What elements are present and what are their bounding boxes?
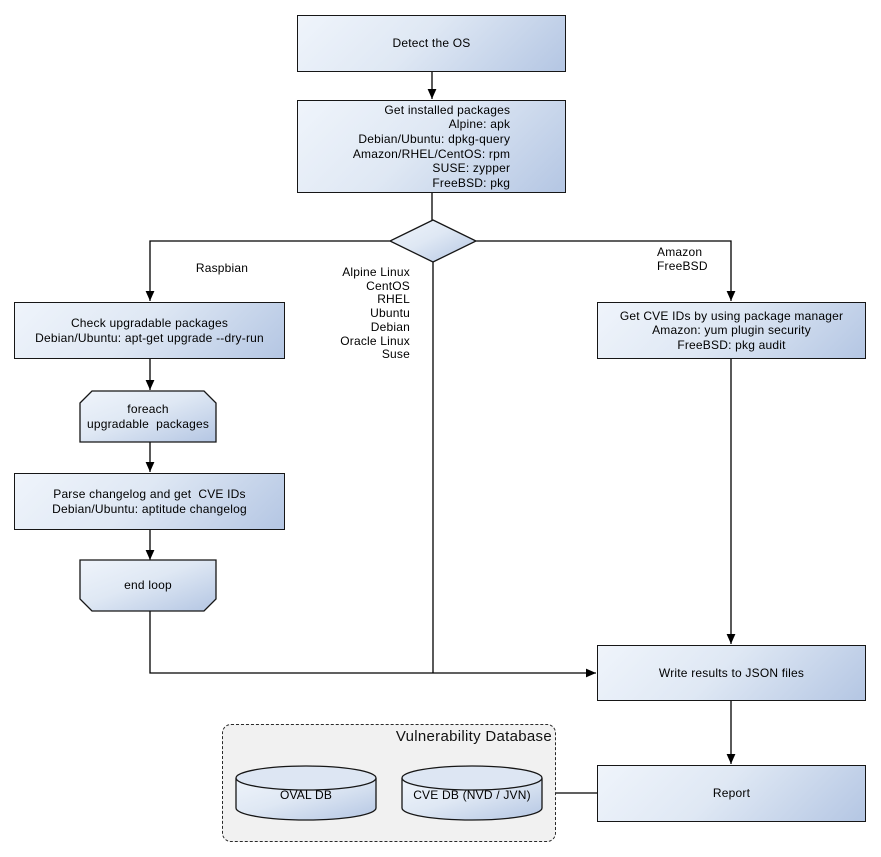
node-detect-os: Detect the OS	[297, 15, 566, 72]
node-write-results: Write results to JSON files	[597, 645, 866, 701]
edge-label-amazon-freebsd: Amazon FreeBSD	[657, 245, 708, 273]
edge-label-os-list: Alpine Linux CentOS RHEL Ubuntu Debian O…	[340, 265, 410, 362]
edge-decision-to-get-cve-ids	[476, 240, 736, 301]
vulnerability-database-title: Vulnerability Database	[395, 728, 552, 745]
node-get-installed-packages: Get installed packages Alpine: apk Debia…	[297, 100, 566, 193]
edge-label-raspbian: Raspbian	[195, 261, 249, 275]
node-parse-changelog: Parse changelog and get CVE IDs Debian/U…	[14, 473, 285, 530]
oval-db-cylinder-top	[235, 765, 377, 791]
foreach-loop-shape	[79, 390, 217, 443]
node-check-upgradable-packages: Check upgradable packages Debian/Ubuntu:…	[14, 302, 285, 359]
os-decision-diamond	[388, 219, 478, 263]
end-loop-shape	[79, 559, 217, 612]
cve-db-cylinder-top	[401, 765, 543, 791]
edge-endloop-to-write-results	[149, 611, 596, 678]
edge-decision-to-check-upgradable	[145, 240, 390, 301]
node-get-cve-ids: Get CVE IDs by using package manager Ama…	[597, 302, 866, 359]
node-report: Report	[597, 765, 866, 822]
